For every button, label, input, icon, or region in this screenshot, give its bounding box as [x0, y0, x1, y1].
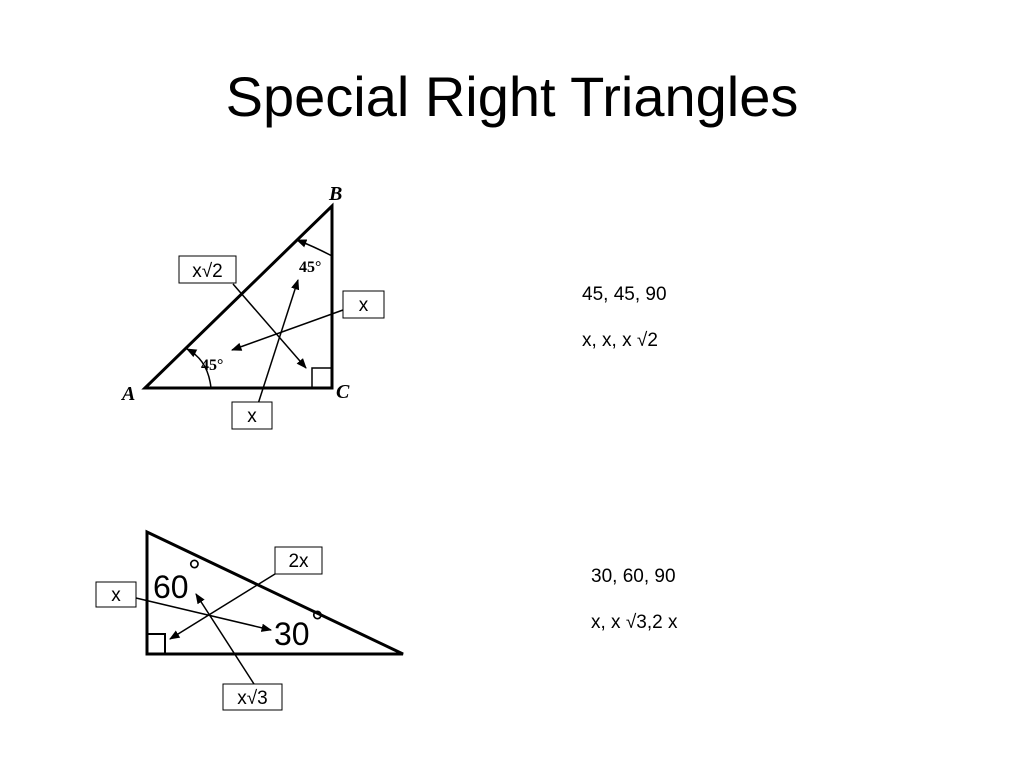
angle-30-degree: ° — [311, 604, 324, 640]
vertical-leg-box-label: x — [359, 295, 369, 316]
long-leg-box-label: x√3 — [237, 688, 268, 709]
triangle2-sides-text: x, x √3,2 x — [591, 612, 678, 633]
hypotenuse-2x-box — [274, 546, 323, 575]
horizontal-leg-box-label: x — [247, 406, 257, 427]
right-angle-marker-2 — [146, 633, 166, 655]
vertex-c-label: C — [336, 381, 350, 403]
triangle1-outline — [141, 202, 334, 390]
hypotenuse-pointer — [232, 283, 307, 369]
triangle-45-45-90: A B C 45° 45° x√2 x x — [120, 183, 385, 430]
hypotenuse-2x-pointer — [169, 573, 276, 640]
long-leg-box — [222, 683, 283, 711]
triangle-30-60-90: 60 ° 30 ° 2x x x√3 — [95, 529, 404, 711]
horizontal-leg-box — [231, 401, 273, 430]
right-angle-marker — [311, 367, 333, 389]
triangle1-sides-text: x, x, x √2 — [582, 330, 658, 351]
vertex-b-label: B — [328, 183, 342, 205]
angle-a-arc — [186, 348, 212, 389]
vertical-leg-box — [342, 290, 385, 319]
short-leg-box-label: x — [111, 585, 121, 606]
long-leg-pointer — [195, 593, 255, 685]
triangle2-angles-text: 30, 60, 90 — [591, 566, 676, 587]
short-leg-pointer — [135, 597, 273, 632]
angle-b-label: 45° — [299, 259, 321, 276]
short-leg-box — [95, 581, 137, 608]
angle-60-label: 60 — [153, 569, 189, 605]
angle-a-label: 45° — [201, 357, 223, 374]
vertical-leg-pointer — [231, 309, 344, 351]
hypotenuse-2x-box-label: 2x — [288, 551, 309, 572]
page-title: Special Right Triangles — [225, 65, 799, 128]
angle-30-label: 30 — [274, 616, 310, 652]
triangle1-angles-text: 45, 45, 90 — [582, 284, 667, 305]
angle-b-arc — [296, 239, 333, 257]
hypotenuse-box-label: x√2 — [192, 261, 223, 282]
triangle2-outline — [145, 529, 404, 656]
angle-60-degree: ° — [188, 553, 201, 589]
hypotenuse-box — [178, 255, 237, 284]
horizontal-leg-pointer — [257, 279, 300, 405]
vertex-a-label: A — [120, 383, 135, 405]
